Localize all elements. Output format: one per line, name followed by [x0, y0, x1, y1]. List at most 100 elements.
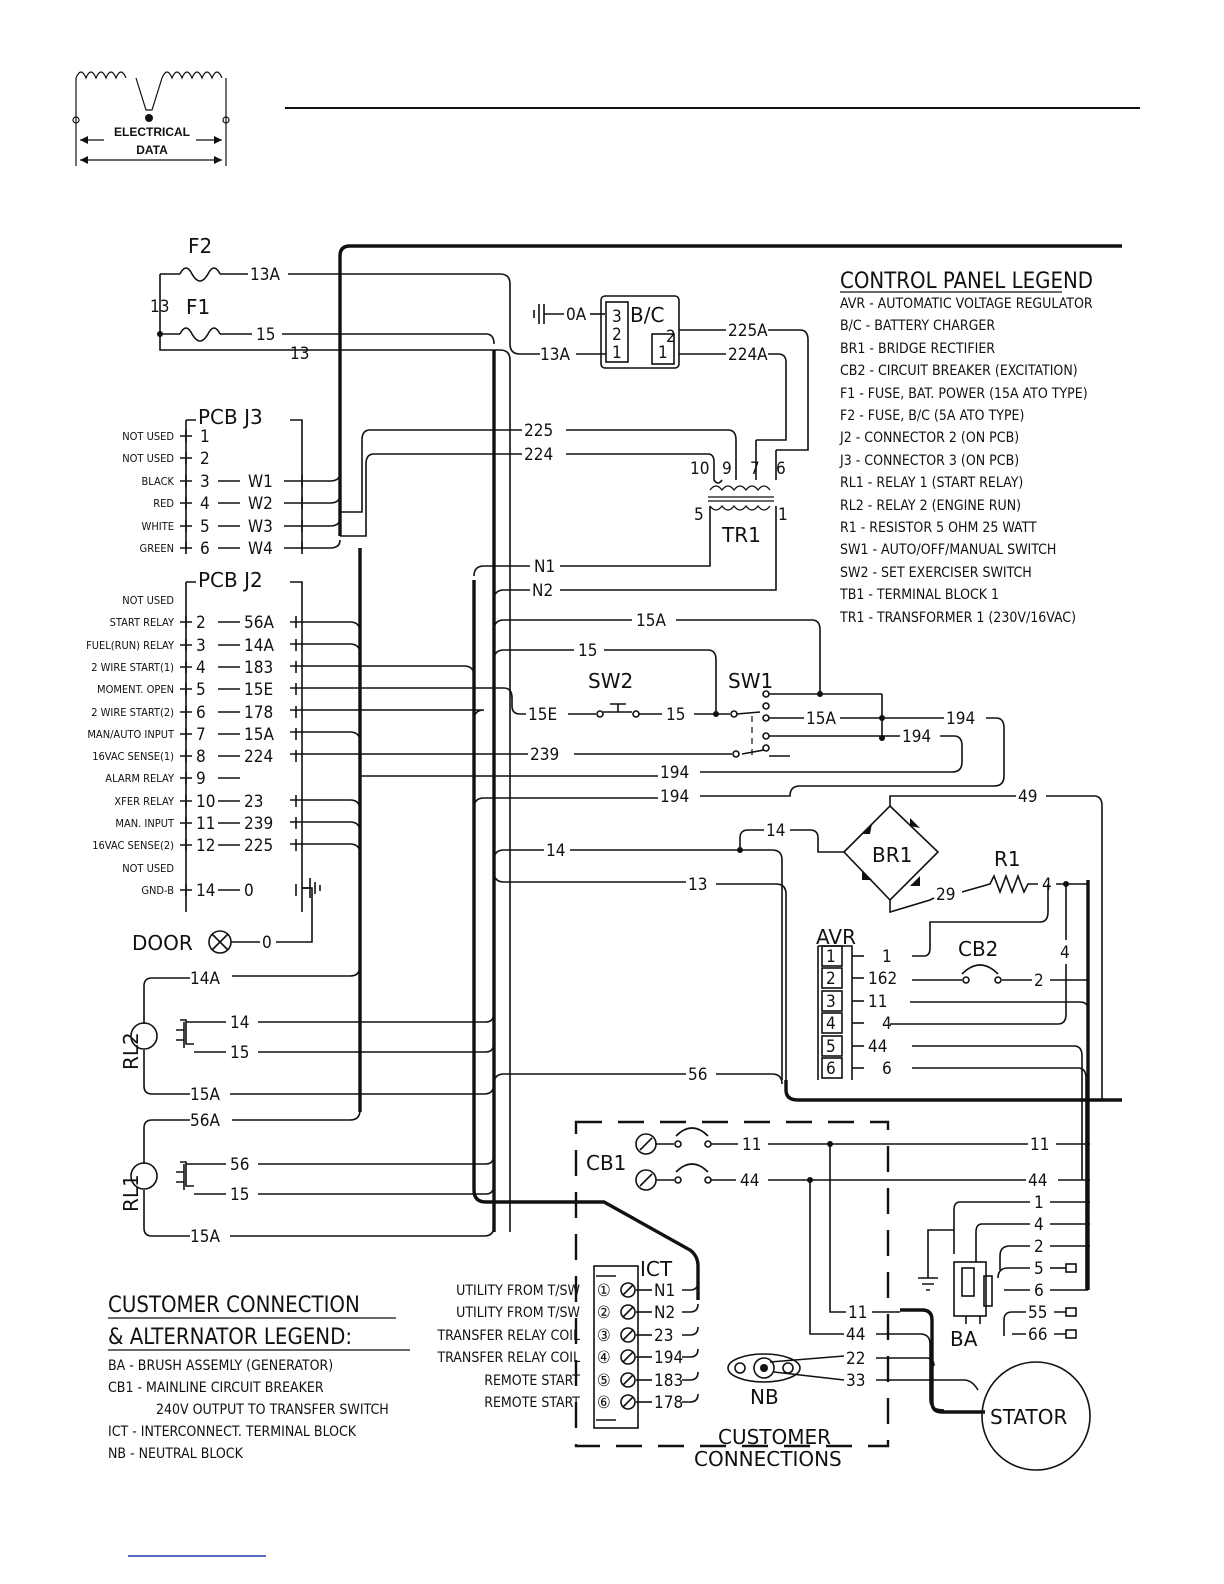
- wire-n1: N1: [534, 557, 555, 577]
- ict-terminal-name: UTILITY FROM T/SW: [456, 1305, 580, 1321]
- ict-terminal-name: UTILITY FROM T/SW: [456, 1283, 580, 1299]
- pcb-j2-pin-number: 12: [196, 836, 215, 856]
- wire-4-r1: 4: [1042, 875, 1052, 895]
- ict-tail: [682, 1281, 699, 1291]
- ict-screw-slot: [622, 1306, 634, 1318]
- wire-66-right: 66: [1028, 1325, 1047, 1345]
- control-legend-item: J3 - CONNECTOR 3 (ON PCB): [839, 453, 1019, 469]
- pcb-j3-lead: [284, 539, 341, 554]
- wire-13a-bc: 13A: [540, 345, 570, 365]
- ict-block: [593, 1265, 639, 1429]
- ict-terminal-name: TRANSFER RELAY COIL: [436, 1328, 580, 1344]
- pcb-j2-pin-name: NOT USED: [122, 594, 174, 607]
- control-legend-item: RL1 - RELAY 1 (START RELAY): [840, 475, 1023, 491]
- ict-screw-icon: [620, 1327, 636, 1343]
- customer-legend-item: 240V OUTPUT TO TRANSFER SWITCH: [156, 1402, 389, 1418]
- customer-legend: CUSTOMER CONNECTION & ALTERNATOR LEGEND:…: [108, 1293, 410, 1462]
- wire-4-vertical: 4: [1060, 943, 1070, 963]
- ict-screw-icon: [620, 1282, 636, 1298]
- pcb-j3-lead: [284, 494, 341, 509]
- wire-49: 49: [1018, 787, 1037, 807]
- pcb-j2-wire: 23: [244, 792, 263, 812]
- pcb-j2-row: NOT USED: [122, 862, 174, 875]
- br1-label: BR1: [872, 843, 912, 867]
- wire-15a-top: 15A: [636, 611, 666, 631]
- pcb-j2-pin-name: XFER RELAY: [114, 795, 175, 808]
- wire-15a-rl2: 15A: [190, 1085, 220, 1105]
- bc-pin-2: 2: [612, 325, 622, 345]
- pcb-j3-pin-name: WHITE: [142, 520, 174, 533]
- rl2-label: RL2: [119, 1032, 143, 1070]
- pcb-j3-pin-number: 5: [200, 517, 210, 537]
- pcb-j2-pin-tick: [180, 639, 192, 651]
- wire-15-sw2: 15: [666, 705, 685, 725]
- pcb-j2-pin-name: 16VAC SENSE(2): [92, 839, 174, 852]
- cb2-label: CB2: [958, 937, 998, 961]
- pcb-j2-row: XFER RELAY 10 23: [114, 792, 297, 812]
- pcb-j2-pin-tick: [180, 661, 192, 673]
- wire-56a-rl1: 56A: [190, 1111, 220, 1131]
- pcb-j3-pin-number: 4: [200, 494, 210, 514]
- ict-terminal-number: ⑤: [597, 1371, 611, 1391]
- pcb-j3-pin-tick: [180, 497, 192, 509]
- wire-2-right: 2: [1034, 1237, 1044, 1257]
- pcb-j3-wire: W4: [248, 539, 273, 559]
- pcb-j2-pin-number: 5: [196, 680, 206, 700]
- pcb-j2-pin-name: FUEL(RUN) RELAY: [86, 639, 175, 652]
- pcb-j2-pin-number: 8: [196, 747, 206, 767]
- pcb-j2-pin-name: 2 WIRE START(2): [91, 706, 174, 719]
- ict-screw-icon: [620, 1304, 636, 1320]
- customer-legend-title-2: & ALTERNATOR LEGEND:: [108, 1325, 352, 1350]
- sw2-contact-right: [632, 710, 640, 718]
- pcb-j2-pin-number: 9: [196, 769, 206, 789]
- pcb-j2-pin-number: 7: [196, 725, 206, 745]
- wire-13: 13: [290, 344, 309, 364]
- wire-6-right: 6: [1034, 1281, 1044, 1301]
- wire-194-c: 194: [660, 763, 689, 783]
- ict-terminal-number: ②: [597, 1303, 611, 1323]
- pcb-j3-pin-tick: [180, 542, 192, 554]
- pcb-j2-pin-name: 16VAC SENSE(1): [92, 750, 174, 763]
- nb-body: [727, 1353, 801, 1383]
- ict-tail: [682, 1348, 699, 1358]
- customer-connections-label-1: CUSTOMER: [718, 1425, 831, 1449]
- avr-label: AVR: [816, 925, 856, 949]
- avr-pin-number: 4: [826, 1014, 836, 1034]
- ict-screw-slot: [622, 1374, 634, 1386]
- pcb-j2-pin-number: 10: [196, 792, 215, 812]
- ict-screw-slot: [622, 1351, 634, 1363]
- tr1-pin-10: 10: [690, 459, 709, 479]
- rl1-coil-icon: [130, 1162, 158, 1190]
- avr-wire: 11: [868, 992, 887, 1012]
- sw1-contact-2: [762, 702, 770, 710]
- ict-wire: N1: [654, 1281, 675, 1301]
- wire-4-right: 4: [1034, 1215, 1044, 1235]
- control-panel-legend: CONTROL PANEL LEGEND AVR - AUTOMATIC VOL…: [839, 269, 1093, 626]
- wire-15a-rl1: 15A: [190, 1227, 220, 1247]
- alternator-section: 11 44 1 4 2 5 6 55 66 BA: [918, 1135, 1091, 1471]
- ict-wire: N2: [654, 1303, 675, 1323]
- tr1-label: TR1: [721, 523, 761, 547]
- relay-rl1: 56A RL1 56 15 15A: [119, 1109, 495, 1247]
- avr-pin-number: 3: [826, 992, 836, 1012]
- pcb-j2-pin-tick: [180, 795, 192, 807]
- avr-pin-box: [821, 945, 843, 967]
- pcb-j3-pin-name: NOT USED: [122, 430, 174, 443]
- wire-194-b: 194: [902, 727, 931, 747]
- bc-label: B/C: [630, 303, 664, 327]
- pcb-j2-pin-number: 14: [196, 881, 215, 901]
- control-legend-item: AVR - AUTOMATIC VOLTAGE REGULATOR: [840, 296, 1093, 312]
- ict-screw-slot: [622, 1329, 634, 1341]
- wire-55-right: 55: [1028, 1303, 1047, 1323]
- pcb-j2-pin-tick: [180, 728, 192, 740]
- pcb-j2-row: NOT USED: [122, 594, 174, 607]
- wire-1-right: 1: [1034, 1193, 1044, 1213]
- pcb-j3-pin-name: NOT USED: [122, 452, 174, 465]
